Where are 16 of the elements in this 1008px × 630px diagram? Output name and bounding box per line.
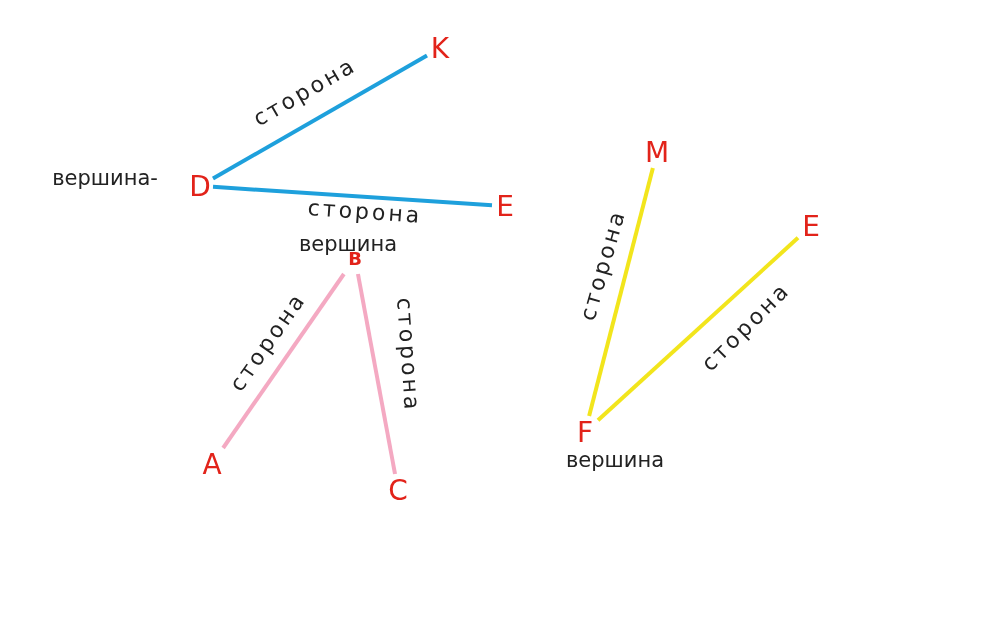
side-line [221,272,346,450]
vertex-letter: F [572,416,598,448]
side-line [587,167,655,417]
side-line [596,236,800,422]
vertex-label: вершина- [52,166,158,190]
side-line [212,53,428,181]
side-line [356,273,397,475]
vertex-letter: C [385,474,411,506]
vertex-letter: M [644,136,670,168]
vertex-letter: E [798,210,824,242]
vertex-letter: D [187,170,213,202]
vertex-letter: K [427,32,453,64]
vertex-letter: E [492,190,518,222]
vertex-label: вершина [565,448,665,472]
side-line [212,184,493,208]
vertex-letter: A [199,448,225,480]
